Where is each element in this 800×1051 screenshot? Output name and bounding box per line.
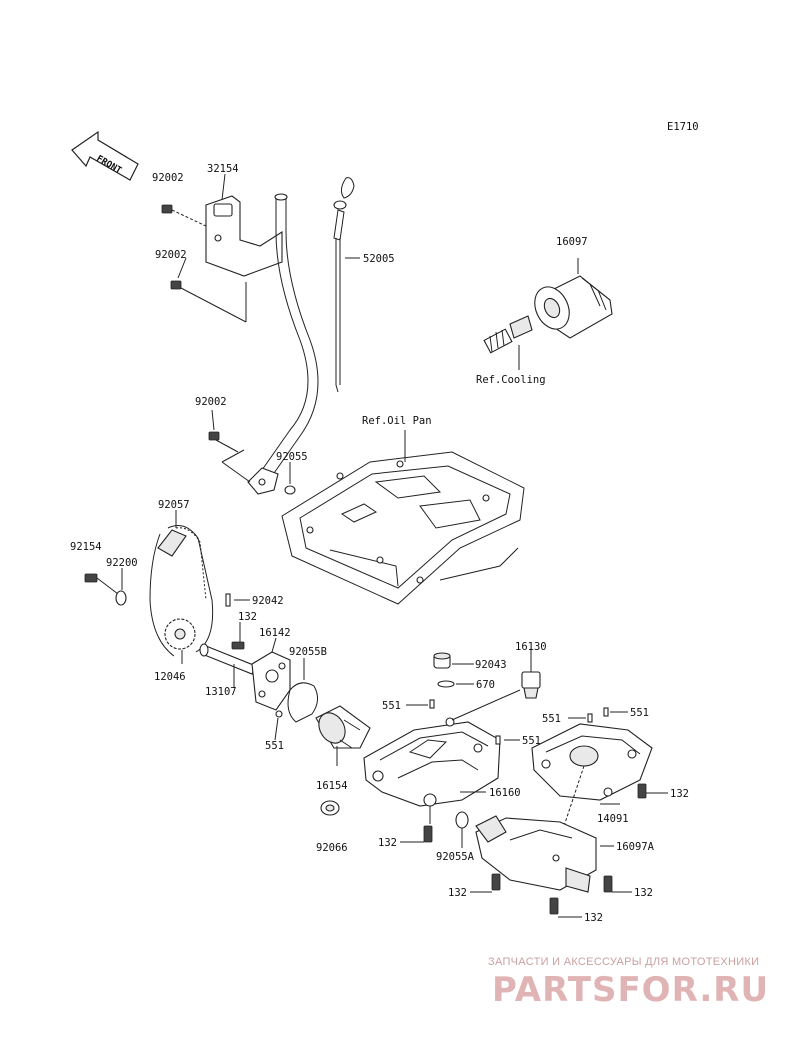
part-label: 132: [448, 887, 467, 899]
oil-pressure-switch: [521, 648, 541, 699]
dowel-pin: [603, 707, 609, 717]
part-label: 92057: [158, 499, 190, 511]
oil-filter: [534, 258, 613, 339]
part-label: 551: [382, 700, 401, 712]
bolt-icon: [423, 825, 433, 843]
part-label: 92055A: [436, 851, 475, 863]
part-label: 92002: [152, 172, 184, 184]
part-label: 132: [378, 837, 397, 849]
diagram-code: E1710: [667, 121, 699, 133]
part-label: 13107: [205, 686, 237, 698]
part-label: 16097A: [616, 841, 655, 853]
part-label: 16154: [316, 780, 348, 792]
o-ring-icon: [284, 485, 296, 495]
part-label: 132: [584, 912, 603, 924]
part-label: 551: [522, 735, 541, 747]
dowel-pin: [587, 713, 593, 723]
collar-92066: [320, 800, 340, 816]
dowel-pin: [429, 699, 435, 709]
drive-chain: [149, 525, 214, 657]
oil-pump-housing: [363, 689, 521, 824]
drive-sprocket: [164, 618, 196, 650]
bolt-icon: [231, 641, 245, 650]
pump-cover-14091: [531, 723, 653, 851]
dipstick-tube-assembly: [161, 193, 319, 495]
oil-pump-cover: [251, 651, 291, 711]
part-label: 132: [634, 887, 653, 899]
washer-icon: [115, 590, 127, 606]
watermark-tagline: ЗАПЧАСТИ И АКСЕССУАРЫ ДЛЯ МОТОТЕХНИКИ: [488, 956, 760, 968]
bolt-icon: [637, 783, 647, 799]
part-label: 132: [670, 788, 689, 800]
pump-gasket: [287, 682, 318, 723]
part-label: 92055: [276, 451, 308, 463]
part-label: 551: [630, 707, 649, 719]
part-label: 14091: [597, 813, 629, 825]
bolt-icon: [161, 204, 207, 227]
part-label: 16097: [556, 236, 588, 248]
part-label: 12046: [154, 671, 186, 683]
part-label: 92154: [70, 541, 102, 553]
watermark-logo: PARTSFOR.RU: [492, 970, 770, 1010]
collar-92043: [433, 652, 451, 669]
part-label: 52005: [363, 253, 395, 265]
oil-filter-fitting: [483, 315, 533, 370]
part-label: 92002: [195, 396, 227, 408]
part-label: 92200: [106, 557, 138, 569]
ref-label: Ref.Oil Pan: [362, 415, 432, 427]
o-ring-icon: [455, 811, 469, 829]
pump-shaft: [199, 643, 257, 675]
dipstick: [333, 177, 360, 393]
bolt-icon: [549, 897, 559, 915]
bolt-icon: [84, 573, 119, 595]
dowel-pin: [275, 710, 283, 718]
part-label: 551: [265, 740, 284, 752]
oil-strainer: [475, 815, 597, 893]
leader-lines: [121, 173, 668, 918]
part-label: 16142: [259, 627, 291, 639]
part-label: 92066: [316, 842, 348, 854]
part-label: 551: [542, 713, 561, 725]
o-ring-icon: [437, 680, 455, 688]
dowel-pin: [495, 735, 501, 745]
pump-rotor: [315, 705, 371, 749]
bolt-icon: [208, 431, 251, 483]
part-label: 92055B: [289, 646, 327, 658]
part-label: 92042: [252, 595, 284, 607]
ref-label: Ref.Cooling: [476, 374, 546, 386]
part-label: 92043: [475, 659, 507, 671]
front-arrow-icon: FRONT: [71, 130, 139, 181]
part-label: 16130: [515, 641, 547, 653]
part-label: 132: [238, 611, 257, 623]
part-label: 32154: [207, 163, 239, 175]
dowel-pin: [225, 593, 231, 607]
bolt-icon: [170, 280, 247, 323]
part-label: 16160: [489, 787, 521, 799]
part-label: 670: [476, 679, 495, 691]
bolt-icon: [603, 875, 613, 893]
part-label: 92002: [155, 249, 187, 261]
bolt-icon: [491, 873, 501, 891]
part-labels: 92002 32154 92002 52005 16097 Ref.Coolin…: [70, 163, 689, 924]
oil-pan: [281, 430, 525, 605]
